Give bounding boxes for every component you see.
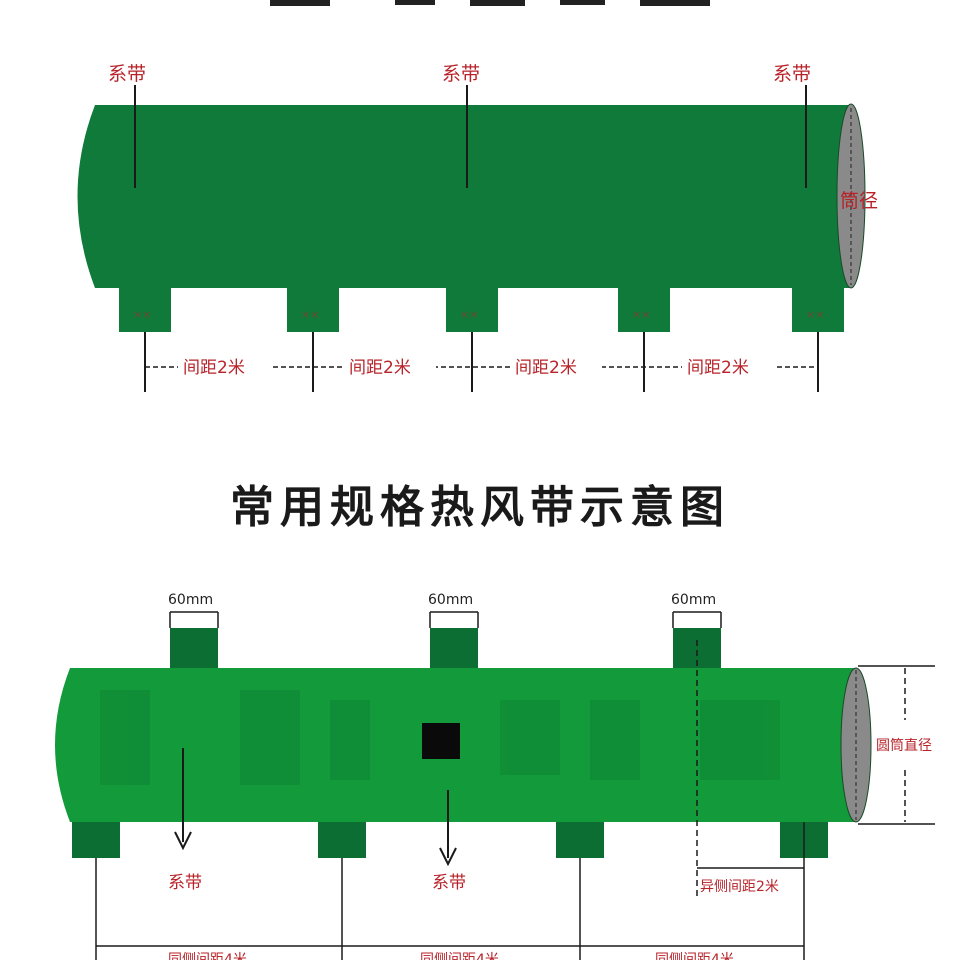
top-tab-3 (446, 288, 498, 332)
top-spacing-label-1: 间距2米 (183, 358, 245, 378)
top-tie-label-2: 系带 (442, 63, 480, 85)
svg-text:××: ×× (301, 308, 319, 321)
width-label-3: 60mm (671, 592, 716, 608)
section-title: 常用规格热风带示意图 (230, 482, 730, 533)
bottom-bottom-tab-3 (556, 822, 604, 858)
top-tie-label-3: 系带 (773, 63, 811, 85)
top-tube-body (77, 105, 850, 288)
vent-square (422, 723, 460, 759)
top-tabs: ×× ×× ×× ×× ×× (119, 288, 844, 332)
svg-text:××: ×× (806, 308, 824, 321)
bottom-bottom-tab-2 (318, 822, 366, 858)
bottom-tube-end-cap (840, 667, 872, 823)
top-tab-2 (287, 288, 339, 332)
top-duct-diagram: 筒径 系带 系带 系带 ×× ×× ×× ×× ×× (77, 63, 878, 392)
same-side-spacing: 同侧间距4米 同侧间距4米 同侧间距4米 (95, 858, 805, 960)
bottom-top-tab-1 (170, 628, 218, 668)
opposite-spacing-label: 异侧间距2米 (700, 879, 779, 895)
top-diameter-label: 筒径 (840, 190, 878, 212)
width-label-1: 60mm (168, 592, 213, 608)
diameter-label: 圆筒直径 (876, 737, 932, 754)
top-tab-1 (119, 288, 171, 332)
top-spacing-label-2: 间距2米 (349, 358, 411, 378)
tie-arrows: 系带 系带 (168, 748, 466, 893)
same-side-spacing-label-1: 同侧间距4米 (168, 952, 247, 960)
opposite-side-spacing: 异侧间距2米 (696, 640, 805, 900)
tube-band-pattern (100, 690, 780, 785)
top-tab-4 (618, 288, 670, 332)
same-side-spacing-label-2: 同侧间距4米 (420, 952, 499, 960)
bottom-tie-label-1: 系带 (168, 873, 202, 893)
diameter-dimension: 圆筒直径 (858, 665, 935, 825)
top-spacing-label-3: 间距2米 (515, 358, 577, 378)
top-spacing-label-4: 间距2米 (687, 358, 749, 378)
width-markers: 60mm 60mm 60mm (168, 592, 722, 628)
bottom-tie-label-2: 系带 (432, 873, 466, 893)
same-side-spacing-label-3: 同侧间距4米 (655, 952, 734, 960)
bottom-bottom-tab-1 (72, 822, 120, 858)
width-label-2: 60mm (428, 592, 473, 608)
bottom-top-tab-2 (430, 628, 478, 668)
svg-text:××: ×× (460, 308, 478, 321)
svg-text:××: ×× (632, 308, 650, 321)
top-tie-label-1: 系带 (108, 63, 146, 85)
bottom-duct-diagram: 60mm 60mm 60mm 圆筒直径 (55, 592, 935, 960)
svg-text:××: ×× (133, 308, 151, 321)
top-cropped-title (270, 0, 710, 6)
top-tab-5 (792, 288, 844, 332)
